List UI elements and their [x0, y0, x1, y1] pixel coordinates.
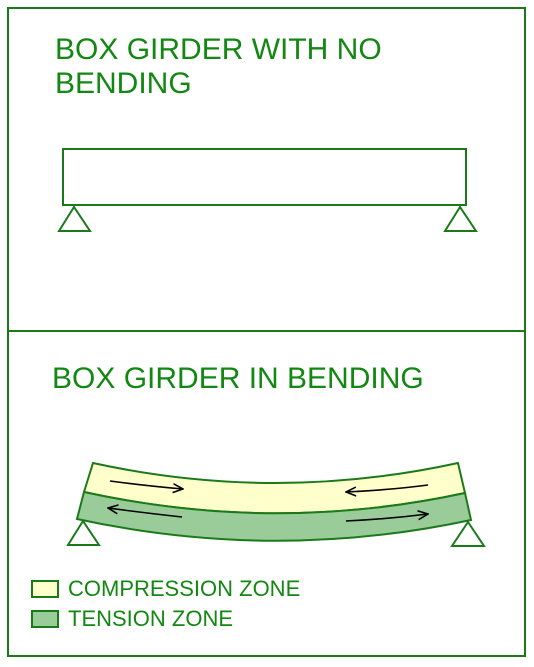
legend-compression: COMPRESSION ZONE — [31, 578, 300, 600]
straight-girder — [62, 148, 467, 206]
compression-swatch — [31, 580, 59, 598]
left-support-bottom — [66, 519, 101, 546]
right-support-top — [443, 205, 478, 232]
bottom-panel-title: BOX GIRDER IN BENDING — [52, 362, 424, 395]
left-support-top — [57, 205, 92, 232]
compression-arrow-left — [109, 480, 183, 489]
tension-arrow-right — [345, 514, 428, 522]
top-title-line-1: BOX GIRDER WITH NO — [55, 33, 382, 66]
compression-label: COMPRESSION ZONE — [68, 576, 301, 601]
top-panel-title: BOX GIRDER WITH NO BENDING — [55, 33, 455, 101]
tension-zone — [75, 490, 473, 542]
diagram-frame — [7, 7, 526, 657]
compression-arrow-right — [346, 484, 429, 492]
right-support-bottom — [450, 520, 486, 547]
tension-label: TENSION ZONE — [68, 606, 234, 631]
legend-tension: TENSION ZONE — [31, 608, 233, 630]
tension-swatch — [31, 610, 59, 628]
tension-arrow-left — [108, 508, 183, 518]
top-title-line-2: BENDING — [55, 67, 192, 100]
panel-divider — [7, 330, 526, 332]
